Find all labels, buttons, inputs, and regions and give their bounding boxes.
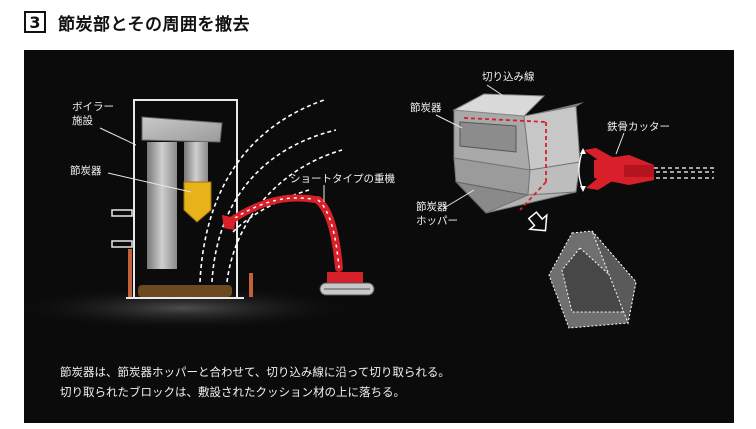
caption-line2: 切り取られたブロックは、敷設されたクッション材の上に落ちる。 [60,385,405,399]
hopper-structure [452,93,584,214]
top-beam [141,116,223,143]
label-steel-cutter: 鉄骨カッター [607,120,670,133]
economizer-block [183,181,212,223]
label-cut-line: 切り込み線 [482,70,535,83]
left-leader-lines [99,127,325,202]
diagram-svg: ボイラー 施設 節炭器 ショートタイプの重機 切り込み線 節炭器 節炭器 ホッパ… [24,70,714,332]
label-hopper-line1: 節炭器 [416,200,448,213]
copper-post-right [249,273,253,297]
label-boiler-line2: 施設 [72,114,93,127]
label-group: ボイラー 施設 節炭器 ショートタイプの重機 切り込み線 節炭器 節炭器 ホッパ… [70,70,670,227]
wall-ledge-lower [111,240,133,248]
cut-line [463,117,547,211]
label-hopper-line2: ホッパー [416,215,458,227]
diagram-panel: ボイラー 施設 節炭器 ショートタイプの重機 切り込み線 節炭器 節炭器 ホッパ… [24,50,734,423]
label-economizer-right: 節炭器 [410,101,442,114]
step-number-badge: 3 [24,11,46,33]
caption-line1: 節炭器は、節炭器ホッパーと合わせて、切り込み線に沿って切り取られる。 [60,365,450,379]
short-type-machine [222,194,375,296]
down-arrow [527,211,548,232]
floor-glow [24,284,374,332]
copper-post-left [128,249,132,297]
cushion-material [138,285,232,297]
label-boiler-line1: ボイラー [72,101,114,113]
label-short-type-machine: ショートタイプの重機 [290,172,395,185]
step-header: 3 節炭部とその周囲を撤去 [24,8,250,36]
wall-ledge-upper [111,209,133,217]
boiler-pillar-left [147,142,177,269]
cut-block [548,230,637,329]
right-leader-lines [435,84,625,209]
boiler-pillar-right [184,142,208,182]
swing-arc-lines [199,99,343,283]
step-title: 節炭部とその周囲を撤去 [58,14,250,35]
label-economizer-left: 節炭器 [70,164,102,177]
steel-cutter-tool [578,148,714,192]
